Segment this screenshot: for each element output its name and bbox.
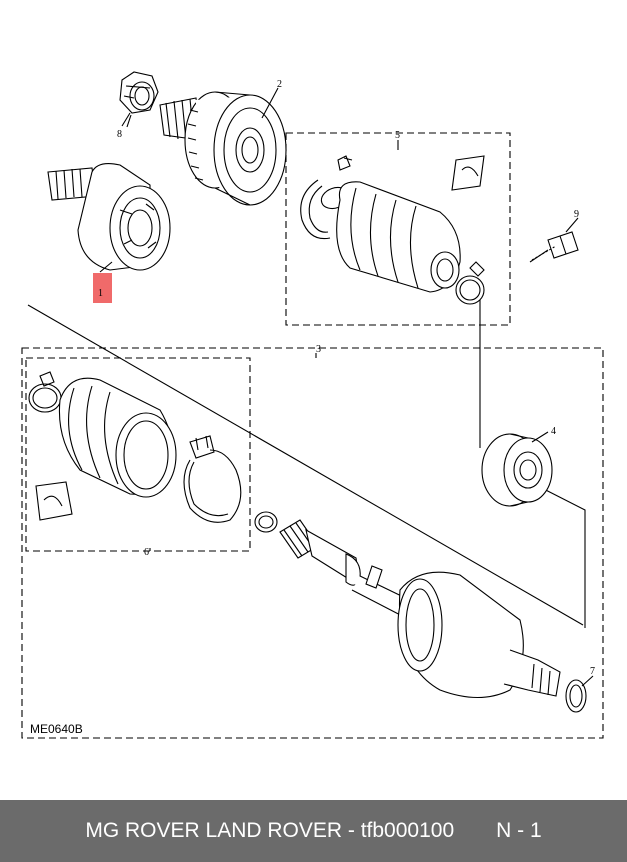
circlip-ring xyxy=(254,511,278,533)
footer-bar: MG ROVER LAND ROVER - tfb000100 N - 1 xyxy=(0,800,627,862)
callout-4: 4 xyxy=(551,426,556,437)
group-box-6 xyxy=(25,357,251,552)
callout-7: 7 xyxy=(590,666,595,677)
boot-kit-part-6 xyxy=(28,371,242,523)
footer-page-number: N - 1 xyxy=(496,819,542,842)
nut-part-8 xyxy=(119,71,159,127)
bearing-part-4 xyxy=(481,433,553,507)
diagram-reference: ME0640B xyxy=(30,722,83,736)
callout-8: 8 xyxy=(117,129,122,140)
bolt-part-9 xyxy=(529,231,579,263)
callout-1: 1 xyxy=(98,288,103,299)
boot-kit-part-5 xyxy=(300,155,485,305)
inner-joint-part-2 xyxy=(159,91,287,206)
callout-9: 9 xyxy=(574,209,579,220)
callout-2: 2 xyxy=(277,79,282,90)
footer-title: MG ROVER LAND ROVER - tfb000100 xyxy=(85,819,455,842)
parts-diagram: 1 2 3 4 5 6 7 8 9 ME0640B xyxy=(21,71,604,739)
guide-line xyxy=(27,304,584,626)
group-box-5 xyxy=(285,132,511,326)
outer-joint-part-1 xyxy=(47,163,171,271)
callout-highlight xyxy=(93,273,112,303)
callout-3: 3 xyxy=(316,344,321,355)
driveshaft-part-3 xyxy=(279,519,587,713)
guide-line-part-4 xyxy=(479,300,586,628)
callout-5: 5 xyxy=(395,130,400,141)
group-box-3 xyxy=(21,347,604,739)
callout-6: 6 xyxy=(144,547,149,558)
